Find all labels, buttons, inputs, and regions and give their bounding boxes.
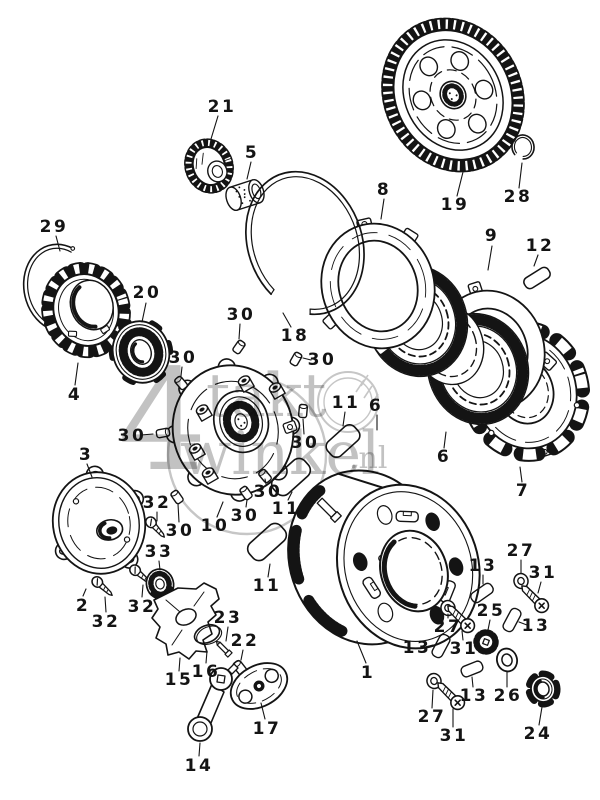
part-23-adjusting-screw — [215, 640, 233, 658]
part-10-clutch-center — [165, 358, 301, 502]
callout-31-b: 31 — [449, 639, 479, 659]
callout-30-g: 30 — [230, 506, 260, 526]
callout-29: 29 — [39, 217, 69, 237]
part-15-lifter-cam — [151, 582, 220, 660]
callout-27-a: 27 — [506, 541, 536, 561]
part-1-stud — [316, 497, 342, 523]
part-2-3-side-cover — [51, 465, 147, 575]
callout-22: 22 — [230, 631, 260, 651]
callout-28: 28 — [503, 187, 533, 207]
callout-25: 25 — [476, 601, 506, 621]
part-20-roller-bearing — [108, 317, 174, 387]
watermark-takt: takt — [206, 361, 327, 431]
callout-13-b: 13 — [521, 616, 551, 636]
callout-11-b: 11 — [271, 499, 301, 519]
callout-5: 5 — [244, 143, 260, 163]
callout-19: 19 — [440, 195, 470, 215]
callout-2: 2 — [75, 596, 91, 616]
callout-14: 14 — [184, 756, 214, 776]
callout-30-f: 30 — [253, 482, 283, 502]
part-17-lever-plate — [229, 662, 289, 710]
watermark-domain: .nl — [349, 441, 388, 476]
callout-1: 1 — [360, 663, 376, 683]
part-14-lifter-arm — [187, 663, 239, 742]
callout-11-a: 11 — [331, 393, 361, 413]
leader-lines — [55, 115, 543, 757]
callout-10: 10 — [200, 516, 230, 536]
callout-31-c: 31 — [439, 726, 469, 746]
callout-17: 17 — [252, 719, 282, 739]
callout-9: 9 — [484, 226, 500, 246]
callout-11-c: 11 — [252, 576, 282, 596]
callout-8: 8 — [376, 180, 392, 200]
callout-16: 16 — [191, 662, 221, 682]
callout-13-d: 13 — [459, 686, 489, 706]
callout-12: 12 — [525, 236, 555, 256]
callout-30-a: 30 — [226, 305, 256, 325]
callout-33: 33 — [144, 542, 174, 562]
callout-15: 15 — [164, 670, 194, 690]
callout-32-c: 32 — [91, 612, 121, 632]
part-19-primary-gear — [381, 17, 525, 173]
part-12-spring — [523, 266, 551, 290]
part-21-pinion-gear — [184, 138, 234, 194]
callout-21: 21 — [207, 97, 237, 117]
part-13-springs — [431, 582, 522, 678]
callout-30-d: 30 — [117, 426, 147, 446]
part-30-rollers — [155, 339, 309, 505]
callout-23: 23 — [213, 608, 243, 628]
callout-30-h: 30 — [165, 521, 195, 541]
watermark-winkel: winkel — [180, 419, 381, 489]
watermark-4: 4 — [118, 340, 208, 503]
part-1-clutch-outer — [287, 469, 481, 650]
callout-13-c: 13 — [402, 638, 432, 658]
callout-4: 4 — [67, 385, 83, 405]
callout-31-a: 31 — [528, 563, 558, 583]
part-32-screws — [91, 516, 166, 597]
callout-30-c: 30 — [307, 350, 337, 370]
callout-30-e: 30 — [290, 433, 320, 453]
part-18-set-ring — [245, 170, 365, 316]
callout-6-b: 6 — [436, 447, 452, 467]
part-11-springs — [246, 423, 361, 562]
part-10-posts — [188, 375, 298, 485]
callout-13-a: 13 — [468, 556, 498, 576]
callout-26: 26 — [493, 686, 523, 706]
callout-7: 7 — [515, 481, 531, 501]
part-28-circlip — [511, 134, 535, 160]
callout-27-b: 27 — [433, 617, 463, 637]
callout-3: 3 — [78, 445, 94, 465]
callout-32-a: 32 — [142, 493, 172, 513]
callout-27-c: 27 — [417, 707, 447, 727]
part-26-washer — [495, 647, 519, 673]
callout-32-b: 32 — [127, 597, 157, 617]
part-25-spring-seat — [473, 629, 499, 655]
part-4-driven-gear — [41, 261, 131, 359]
callout-30-b: 30 — [168, 348, 198, 368]
callout-20: 20 — [132, 283, 162, 303]
part-31-screws — [437, 585, 550, 711]
callout-6-a: 6 — [368, 396, 384, 416]
part-24-lock-nut — [525, 670, 561, 708]
callout-24: 24 — [523, 724, 553, 744]
part-16-spring-coil — [193, 623, 223, 646]
callout-18: 18 — [280, 326, 310, 346]
